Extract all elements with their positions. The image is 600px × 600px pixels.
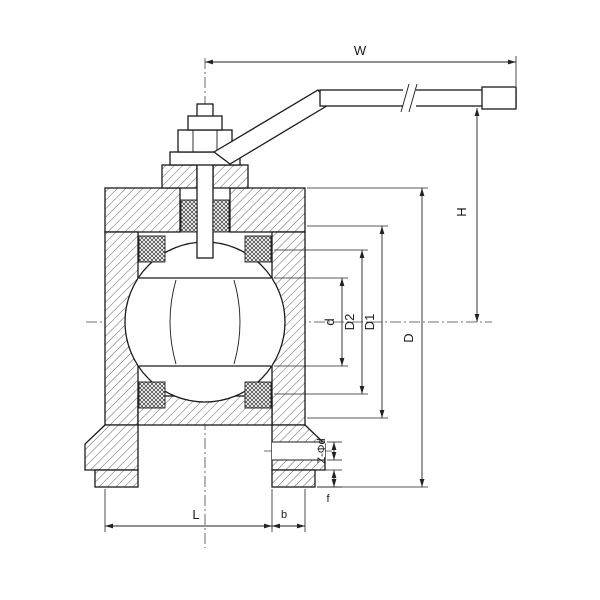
dimension-label-d: d xyxy=(322,318,337,325)
seat-rings xyxy=(138,235,272,409)
dimension-label-b: b xyxy=(281,509,287,521)
bolt-hole xyxy=(272,441,325,461)
ball-and-bore xyxy=(124,241,286,403)
dimension-label-D2: D2 xyxy=(342,314,357,331)
handle-grip xyxy=(481,86,517,110)
dimension-D1: D1 xyxy=(307,225,388,419)
left-raised-face-step xyxy=(94,469,139,488)
bolt-hole-bore xyxy=(272,442,325,460)
dimension-label-D: D xyxy=(401,333,416,342)
dimension-label-Z-phi-d: Z-Φd xyxy=(316,438,328,463)
dimension-label-L: L xyxy=(192,507,199,522)
break-line-1 xyxy=(400,83,410,113)
stem-cap xyxy=(187,115,223,131)
dimension-label-f: f xyxy=(326,493,330,505)
dimension-D2: D2 xyxy=(274,249,368,395)
dimension-H: H xyxy=(454,108,480,322)
dimension-D: D xyxy=(307,187,428,488)
top-plate-right xyxy=(229,187,306,233)
dimension-d: d xyxy=(274,277,348,367)
dimension-L-and-b: L b xyxy=(104,489,306,532)
handle-break-gap xyxy=(403,85,416,111)
dimension-label-W: W xyxy=(354,43,367,58)
dimension-W: W xyxy=(205,43,517,86)
break-line-2 xyxy=(408,83,418,113)
top-plate-left xyxy=(104,187,181,233)
dimension-label-H: H xyxy=(454,207,469,216)
bonnet-left xyxy=(161,164,198,189)
seat-bottom-left xyxy=(138,381,166,409)
right-raised-face-step xyxy=(271,469,316,488)
seat-bottom-right xyxy=(244,381,272,409)
ball-bore-arc-left xyxy=(169,279,177,365)
bore-passage xyxy=(138,278,272,366)
seat-top-right xyxy=(244,235,272,263)
dimension-label-D1: D1 xyxy=(362,314,377,331)
ball-bore-arc-right xyxy=(233,279,241,365)
stem-assembly xyxy=(169,103,241,259)
bonnet-right xyxy=(212,164,249,189)
packing-left xyxy=(180,199,198,233)
packing-right xyxy=(212,199,230,233)
dimension-f: f xyxy=(317,469,342,505)
dimension-Z-phi-d: Z-Φd xyxy=(316,438,342,464)
seat-top-left xyxy=(138,235,166,263)
handle xyxy=(212,83,517,165)
